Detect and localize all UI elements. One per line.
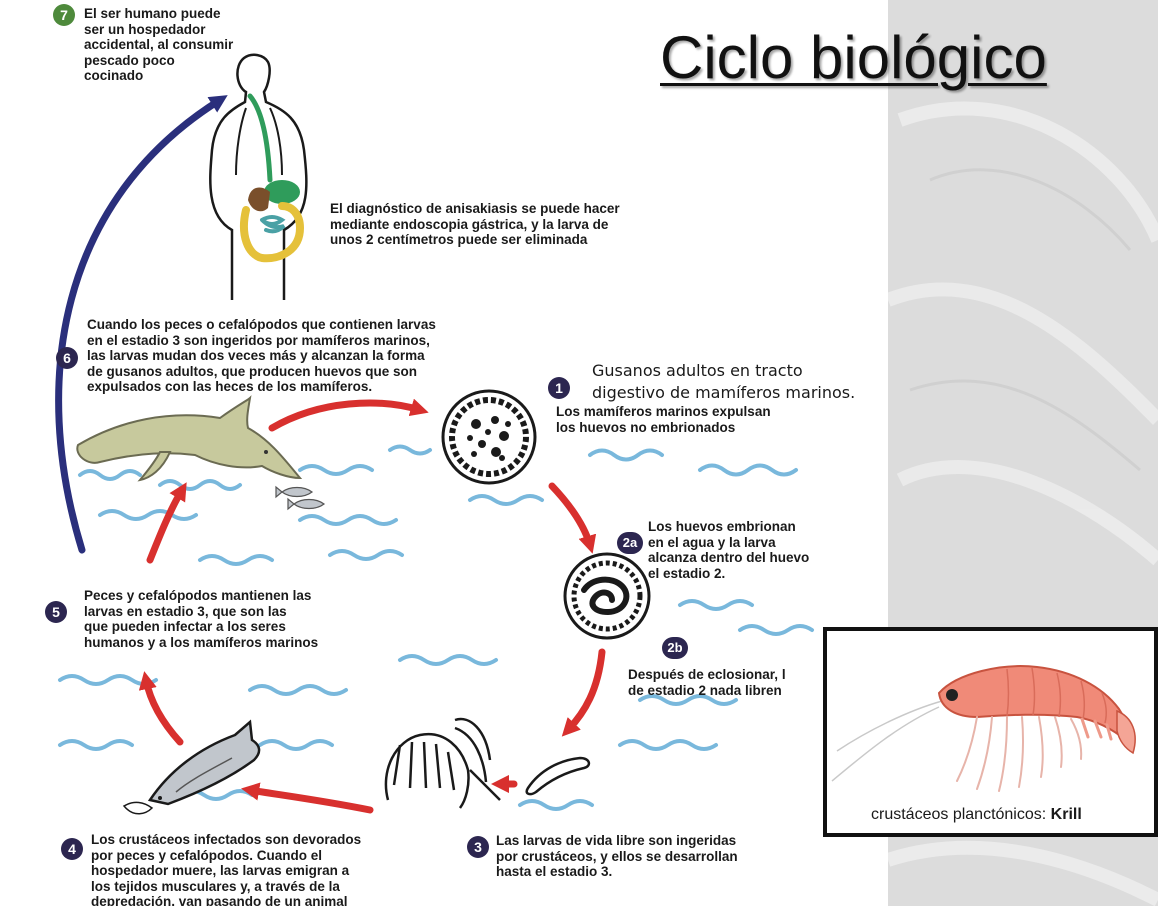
free-larva-icon <box>525 756 591 796</box>
dolphin-icon <box>76 395 303 482</box>
step-1-badge: 1 <box>548 377 570 399</box>
small-fish-icon <box>275 485 326 511</box>
krill-caption-emphasis: Krill <box>1050 806 1082 823</box>
krill-caption: crustáceos planctónicos: Krill <box>871 806 1082 824</box>
step-2a-badge: 2a <box>617 532 643 554</box>
human-body-icon <box>209 53 308 300</box>
step-4-badge: 4 <box>61 838 83 860</box>
arrow-to-human <box>55 95 228 554</box>
krill-inset: crustáceos planctónicos: Krill <box>823 627 1158 837</box>
unembryonated-egg-icon <box>441 389 537 485</box>
step-2b-badge: 2b <box>662 637 688 659</box>
step-2a-text: Los huevos embrionan en el agua y la lar… <box>648 519 810 581</box>
step-6-text: Cuando los peces o cefalópodos que conti… <box>87 317 436 394</box>
lifecycle-artwork <box>55 53 814 815</box>
step-3-badge: 3 <box>467 836 489 858</box>
krill-caption-prefix: crustáceos planctónicos: <box>871 806 1051 823</box>
step-5-text: Peces y cefalópodos mantienen las larvas… <box>84 588 319 650</box>
step-7-text: El ser humano puede ser un hospedador ac… <box>84 6 234 83</box>
crustacean-icon <box>384 717 501 809</box>
page-title: Ciclo biológico <box>660 24 1047 91</box>
step-7-badge: 7 <box>53 4 75 26</box>
diagnosis-text: El diagnóstico de anisakiasis se puede h… <box>330 201 620 247</box>
embryonated-egg-icon <box>563 552 651 640</box>
cycle-arrows <box>138 398 606 814</box>
step-4-text: Los crustáceos infectados son devorados … <box>91 832 362 906</box>
step-3-text: Las larvas de vida libre son ingeridas p… <box>496 833 738 879</box>
step-2b-text: Después de eclosionar, l de estadio 2 na… <box>628 667 786 698</box>
fish-icon <box>122 719 261 815</box>
diagram-panel: 7 El ser humano puede ser un hospedador … <box>0 0 888 906</box>
handwritten-note: Gusanos adultos en tracto digestivo de m… <box>592 361 856 402</box>
sea-waves <box>58 444 814 811</box>
step-1-text: Los mamíferos marinos expulsan los huevo… <box>556 404 771 435</box>
krill-icon <box>831 665 1136 792</box>
step-5-badge: 5 <box>45 601 67 623</box>
step-6-badge: 6 <box>56 347 78 369</box>
